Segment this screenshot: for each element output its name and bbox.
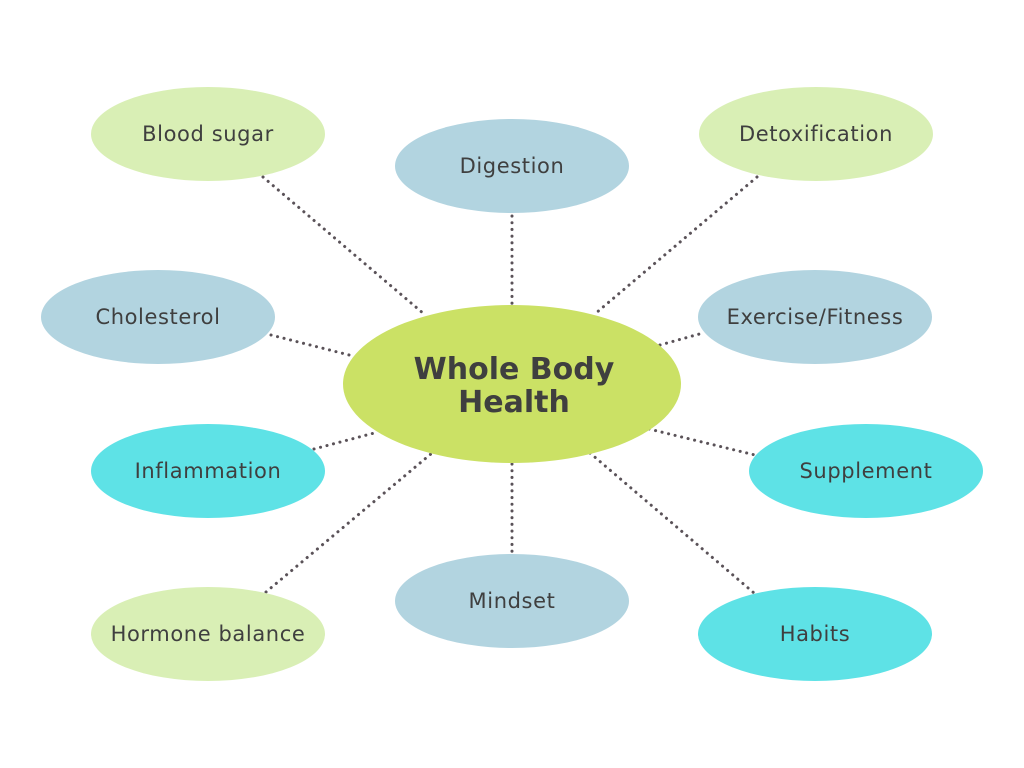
node-label: Inflammation bbox=[135, 459, 282, 483]
node-blood-sugar[interactable]: Blood sugar bbox=[91, 87, 325, 181]
connector-exercise-fitness bbox=[658, 331, 705, 347]
connector-inflammation bbox=[312, 430, 380, 451]
node-label: Cholesterol bbox=[95, 305, 220, 329]
node-digestion[interactable]: Digestion bbox=[395, 119, 629, 213]
node-detoxification[interactable]: Detoxification bbox=[699, 87, 933, 181]
node-label: Mindset bbox=[469, 589, 556, 613]
node-shape bbox=[91, 587, 325, 681]
node-shape bbox=[91, 87, 325, 181]
node-shape bbox=[698, 270, 932, 364]
node-cholesterol[interactable]: Cholesterol bbox=[41, 270, 275, 364]
node-label: Exercise/Fitness bbox=[727, 305, 904, 329]
connectors bbox=[261, 175, 759, 595]
node-label: Detoxification bbox=[739, 122, 893, 146]
node-supplement[interactable]: Supplement bbox=[749, 424, 983, 518]
connector-blood-sugar bbox=[261, 175, 426, 316]
node-shape bbox=[41, 270, 275, 364]
connector-supplement bbox=[647, 427, 757, 457]
connector-cholesterol bbox=[269, 333, 355, 358]
connector-hormone-balance bbox=[264, 451, 434, 594]
node-shape bbox=[395, 119, 629, 213]
node-inflammation[interactable]: Inflammation bbox=[91, 424, 325, 518]
node-mindset[interactable]: Mindset bbox=[395, 554, 629, 648]
center-node-label-line2: Health bbox=[458, 385, 570, 420]
node-shape bbox=[395, 554, 629, 648]
node-exercise-fitness[interactable]: Exercise/Fitness bbox=[698, 270, 932, 364]
node-shape bbox=[699, 87, 933, 181]
node-label: Blood sugar bbox=[142, 122, 274, 146]
node-label: Hormone balance bbox=[111, 622, 306, 646]
node-hormone-balance[interactable]: Hormone balance bbox=[91, 587, 325, 681]
center-node-shape bbox=[343, 305, 681, 463]
node-shape bbox=[698, 587, 932, 681]
connector-detoxification bbox=[594, 175, 759, 315]
node-label: Digestion bbox=[460, 154, 565, 178]
node-habits[interactable]: Habits bbox=[698, 587, 932, 681]
node-shape bbox=[749, 424, 983, 518]
connector-habits bbox=[588, 451, 756, 595]
node-shape bbox=[91, 424, 325, 518]
node-label: Habits bbox=[780, 622, 851, 646]
center-node-label-line1: Whole Body bbox=[414, 352, 615, 387]
center-node[interactable]: Whole Body Health bbox=[343, 305, 681, 463]
node-label: Supplement bbox=[800, 459, 933, 483]
